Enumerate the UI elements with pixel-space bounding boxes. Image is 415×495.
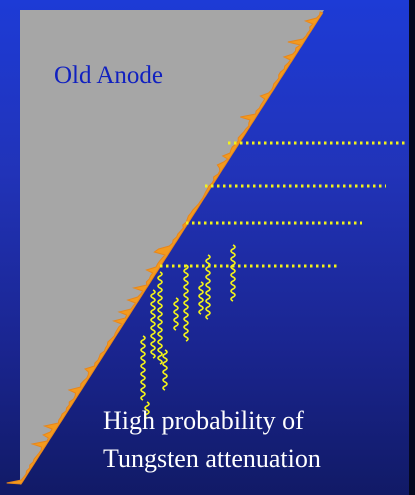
photon-wave-2	[205, 254, 211, 320]
anode-surface-roughness	[6, 11, 324, 485]
photon-wave-9	[162, 349, 168, 391]
attenuation-caption: High probability of Tungsten attenuation	[103, 402, 321, 478]
photon-wave-6	[173, 297, 179, 331]
photon-wave-3	[183, 264, 189, 342]
photon-wave-1	[230, 244, 236, 302]
anode-label: Old Anode	[54, 62, 164, 89]
caption-line-2: Tungsten attenuation	[103, 444, 321, 473]
caption-line-1: High probability of	[103, 406, 304, 435]
xray-beams	[160, 141, 408, 268]
photon-wave-8	[140, 335, 146, 401]
photon-wave-5	[150, 289, 156, 359]
photon-wave-10	[144, 401, 150, 419]
photon-wave-4	[157, 271, 163, 365]
attenuated-photon-waves	[140, 244, 236, 419]
photon-wave-7	[198, 281, 204, 315]
